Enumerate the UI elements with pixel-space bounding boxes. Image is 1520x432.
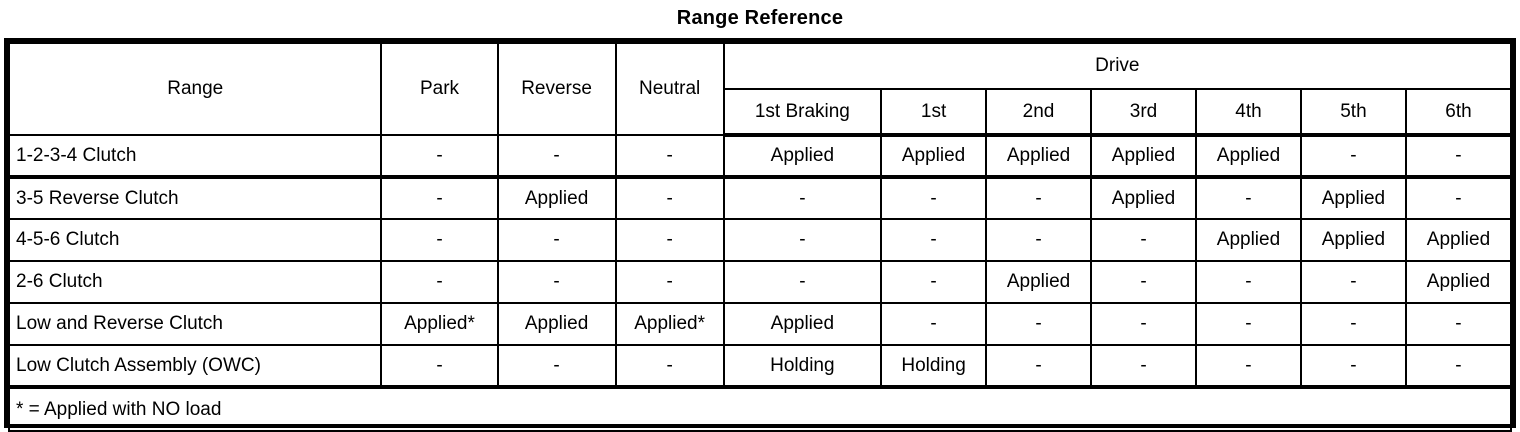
cell-reverse: - — [496, 218, 617, 262]
table-row: 2-6 Clutch - - - - - Applied - - - Appli… — [7, 260, 1513, 304]
cell-1st: - — [880, 176, 988, 220]
cell-6th: Applied — [1404, 218, 1513, 262]
header-row-group: Range Park Reverse Neutral Drive — [7, 42, 1513, 136]
range-reference-table: Range Park Reverse Neutral Drive 1st Bra… — [7, 42, 1513, 432]
row-label: 1-2-3-4 Clutch — [7, 134, 383, 179]
cell-park: - — [380, 218, 499, 262]
cell-neutral: - — [614, 134, 725, 179]
cell-6th: - — [1404, 344, 1513, 389]
cell-1st: Holding — [880, 344, 988, 389]
table-row: 4-5-6 Clutch - - - - - - - Applied Appli… — [7, 218, 1513, 262]
table-row: 3-5 Reverse Clutch - Applied - - - - App… — [7, 176, 1513, 220]
cell-6th: Applied — [1404, 260, 1513, 304]
row-label: Low and Reverse Clutch — [7, 302, 383, 346]
cell-5th: - — [1299, 134, 1407, 179]
cell-2nd: Applied — [985, 260, 1093, 304]
table-row: Low Clutch Assembly (OWC) - - - Holding … — [7, 344, 1513, 389]
cell-6th: - — [1404, 176, 1513, 220]
cell-3rd: - — [1090, 218, 1197, 262]
cell-3rd: Applied — [1090, 134, 1197, 179]
range-reference-table-container: Range Park Reverse Neutral Drive 1st Bra… — [4, 38, 1516, 432]
cell-park: - — [380, 176, 499, 220]
cell-2nd: Applied — [985, 134, 1093, 179]
cell-1st-braking: - — [722, 260, 883, 304]
cell-park: - — [380, 344, 499, 389]
cell-1st: - — [880, 218, 988, 262]
column-header-5th: 5th — [1299, 88, 1407, 137]
cell-5th: - — [1299, 344, 1407, 389]
cell-4th: - — [1194, 176, 1302, 220]
cell-neutral: - — [614, 260, 725, 304]
cell-reverse: - — [496, 134, 617, 179]
table-row: Low and Reverse Clutch Applied* Applied … — [7, 302, 1513, 346]
cell-1st-braking: Holding — [722, 344, 883, 389]
cell-2nd: - — [985, 302, 1093, 346]
cell-2nd: - — [985, 344, 1093, 389]
cell-5th: - — [1299, 302, 1407, 346]
row-label: 4-5-6 Clutch — [7, 218, 383, 262]
column-header-1st: 1st — [880, 88, 988, 137]
page-title: Range Reference — [676, 7, 844, 29]
cell-park: - — [380, 134, 499, 179]
cell-5th: - — [1299, 260, 1407, 304]
cell-4th: - — [1194, 260, 1302, 304]
cell-reverse: - — [496, 260, 617, 304]
cell-park: - — [380, 260, 499, 304]
cell-4th: - — [1194, 302, 1302, 346]
row-label: 2-6 Clutch — [7, 260, 383, 304]
table-row: 1-2-3-4 Clutch - - - Applied Applied App… — [7, 134, 1513, 179]
column-header-6th: 6th — [1404, 88, 1513, 137]
cell-4th: - — [1194, 344, 1302, 389]
cell-reverse: Applied — [496, 302, 617, 346]
cell-4th: Applied — [1194, 134, 1302, 179]
cell-3rd: - — [1090, 302, 1197, 346]
cell-3rd: - — [1090, 344, 1197, 389]
cell-4th: Applied — [1194, 218, 1302, 262]
column-header-4th: 4th — [1194, 88, 1302, 137]
header-row-gears: 1st Braking 1st 2nd 3rd 4th 5th 6th — [9, 88, 1513, 137]
row-label: 3-5 Reverse Clutch — [7, 176, 383, 220]
column-header-range: Range — [7, 42, 383, 136]
cell-neutral: - — [614, 344, 725, 389]
footnote-row: * = Applied with NO load — [8, 386, 1512, 432]
cell-1st: - — [880, 302, 988, 346]
cell-5th: Applied — [1299, 218, 1407, 262]
cell-1st-braking: Applied — [722, 302, 883, 346]
cell-1st: Applied — [880, 134, 988, 179]
table-body: 1-2-3-4 Clutch - - - Applied Applied App… — [7, 134, 1513, 432]
cell-neutral: - — [614, 218, 725, 262]
cell-5th: Applied — [1299, 176, 1407, 220]
cell-1st-braking: - — [722, 176, 883, 220]
cell-neutral: - — [614, 176, 725, 220]
cell-6th: - — [1404, 134, 1513, 179]
row-label: Low Clutch Assembly (OWC) — [7, 344, 383, 389]
table-header: Range Park Reverse Neutral Drive 1st Bra… — [7, 42, 1513, 137]
cell-3rd: Applied — [1090, 176, 1197, 220]
cell-2nd: - — [985, 218, 1093, 262]
column-group-header-drive: Drive — [722, 42, 1513, 90]
column-header-neutral: Neutral — [614, 42, 725, 136]
cell-6th: - — [1404, 302, 1513, 346]
cell-park: Applied* — [380, 302, 499, 346]
cell-1st-braking: - — [722, 218, 883, 262]
cell-reverse: - — [496, 344, 617, 389]
cell-2nd: - — [985, 176, 1093, 220]
cell-reverse: Applied — [496, 176, 617, 220]
cell-neutral: Applied* — [614, 302, 725, 346]
cell-3rd: - — [1090, 260, 1197, 304]
cell-1st: - — [880, 260, 988, 304]
column-header-2nd: 2nd — [985, 88, 1093, 137]
footnote-text: * = Applied with NO load — [8, 386, 1512, 432]
column-header-3rd: 3rd — [1090, 88, 1197, 137]
cell-1st-braking: Applied — [722, 134, 883, 179]
column-header-1st-braking: 1st Braking — [722, 88, 883, 137]
column-header-reverse: Reverse — [496, 42, 617, 136]
column-header-park: Park — [380, 42, 499, 136]
